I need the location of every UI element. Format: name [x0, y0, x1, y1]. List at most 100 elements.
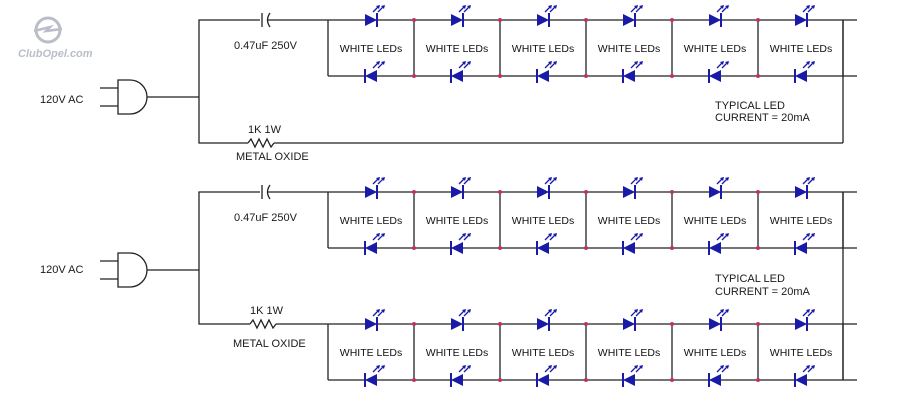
c1-r1-led-reverse-5 — [708, 61, 729, 83]
junction-dot — [412, 246, 416, 250]
junction-dot — [756, 322, 760, 326]
led-current-note-line1-1: TYPICAL LED — [715, 100, 785, 112]
c2-r1-led-reverse-3 — [536, 233, 557, 255]
junction-dot — [412, 322, 416, 326]
c2-r1-led-reverse-6 — [794, 233, 815, 255]
watermark: ClubOpel.com — [18, 16, 93, 60]
led-current-note-line1-2: TYPICAL LED — [715, 273, 785, 285]
ac-plug-1 — [100, 79, 199, 115]
resistor-type-label-2: METAL OXIDE — [233, 338, 306, 350]
c2-r1-led-label-3: WHITE LEDs — [512, 215, 574, 227]
c1-r1-led-label-1: WHITE LEDs — [340, 43, 402, 55]
led-bank-2-row-2: WHITE LEDs WHITE LEDs WHITE LEDs WHITE LEDs… — [327, 309, 857, 387]
junction-dot — [498, 322, 502, 326]
junction-dot — [670, 246, 674, 250]
c1-r1-led-label-5: WHITE LEDs — [684, 43, 746, 55]
c1-r1-led-forward-3 — [537, 5, 557, 27]
junction-dot — [756, 190, 760, 194]
junction-dot — [756, 74, 760, 78]
watermark-text: ClubOpel.com — [18, 48, 93, 60]
resistor-label-2: 1K 1W — [250, 305, 284, 317]
c2-r2-led-forward-3 — [537, 309, 557, 331]
junction-dot — [412, 190, 416, 194]
junction-dot — [412, 378, 416, 382]
c1-r1-led-label-3: WHITE LEDs — [512, 43, 574, 55]
c1-r1-led-label-6: WHITE LEDs — [770, 43, 832, 55]
c1-r1-led-reverse-3 — [536, 61, 557, 83]
c2-r1-led-forward-4 — [623, 177, 643, 199]
c2-r2-led-reverse-6 — [794, 365, 815, 387]
junction-dot — [584, 246, 588, 250]
resistor-2 — [249, 318, 277, 330]
led-bank-1-row-1: WHITE LEDs WHITE LEDs WHITE LEDs WHITE LEDs… — [327, 5, 857, 83]
c1-r1-led-reverse-1 — [364, 61, 385, 83]
ac-plug-2 — [100, 252, 199, 288]
c1-r1-led-label-2: WHITE LEDs — [426, 43, 488, 55]
junction-dot — [498, 378, 502, 382]
c2-r2-led-reverse-3 — [536, 365, 557, 387]
c2-r2-led-forward-6 — [795, 309, 815, 331]
c2-r2-led-label-5: WHITE LEDs — [684, 347, 746, 359]
junction-dot — [498, 74, 502, 78]
junction-dot — [756, 246, 760, 250]
source-label-2: 120V AC — [40, 264, 83, 276]
junction-dot — [756, 18, 760, 22]
c2-r1-led-label-4: WHITE LEDs — [598, 215, 660, 227]
resistor-label-1: 1K 1W — [248, 124, 282, 136]
resistor-type-label-1: METAL OXIDE — [236, 151, 309, 163]
capacitor-1 — [261, 12, 271, 28]
c2-r2-led-forward-2 — [451, 309, 471, 331]
c1-r1-led-forward-1 — [365, 5, 385, 27]
junction-dot — [498, 190, 502, 194]
capacitor-label-1: 0.47uF 250V — [234, 40, 298, 52]
c2-r1-led-reverse-5 — [708, 233, 729, 255]
junction-dot — [670, 322, 674, 326]
source-label-1: 120V AC — [40, 94, 83, 106]
circuit-2: 120V AC 0.47uF 250V 1K 1W METAL OXIDE TY… — [40, 177, 857, 387]
c2-r1-led-reverse-2 — [450, 233, 471, 255]
led-bank-2-row-1: WHITE LEDs WHITE LEDs WHITE LEDs WHITE LEDs… — [327, 177, 857, 255]
c2-r1-led-forward-3 — [537, 177, 557, 199]
c1-r1-led-forward-6 — [795, 5, 815, 27]
c2-r1-led-label-5: WHITE LEDs — [684, 215, 746, 227]
c2-r2-led-reverse-2 — [450, 365, 471, 387]
c2-r2-led-forward-5 — [709, 309, 729, 331]
c2-r1-led-reverse-1 — [364, 233, 385, 255]
led-current-note-line2-1: CURRENT = 20mA — [715, 112, 811, 124]
c1-r1-led-forward-2 — [451, 5, 471, 27]
junction-dot — [584, 18, 588, 22]
c2-r2-led-forward-4 — [623, 309, 643, 331]
c2-r2-led-reverse-1 — [364, 365, 385, 387]
junction-dot — [584, 322, 588, 326]
c2-r1-led-label-2: WHITE LEDs — [426, 215, 488, 227]
c2-r2-led-label-4: WHITE LEDs — [598, 347, 660, 359]
junction-dot — [584, 190, 588, 194]
c1-r1-led-label-4: WHITE LEDs — [598, 43, 660, 55]
junction-dot — [498, 18, 502, 22]
c2-r2-led-label-1: WHITE LEDs — [340, 347, 402, 359]
c2-r2-led-forward-1 — [365, 309, 385, 331]
junction-dot — [670, 190, 674, 194]
c1-r1-led-forward-4 — [623, 5, 643, 27]
c2-r1-led-reverse-4 — [622, 233, 643, 255]
resistor-1 — [247, 137, 275, 149]
opel-logo-icon — [33, 16, 63, 44]
c2-r2-led-label-2: WHITE LEDs — [426, 347, 488, 359]
c2-r2-led-label-3: WHITE LEDs — [512, 347, 574, 359]
c1-r1-led-forward-5 — [709, 5, 729, 27]
junction-dot — [584, 378, 588, 382]
c1-r1-led-reverse-4 — [622, 61, 643, 83]
circuit-1: 120V AC 0.47uF 250V 1K 1W METAL OXIDE TY… — [40, 5, 857, 163]
c2-r1-led-forward-6 — [795, 177, 815, 199]
c2-r2-led-reverse-4 — [622, 365, 643, 387]
capacitor-label-2: 0.47uF 250V — [234, 212, 298, 224]
capacitor-2 — [261, 184, 271, 200]
junction-dot — [670, 378, 674, 382]
c2-r1-led-forward-2 — [451, 177, 471, 199]
c2-r2-led-reverse-5 — [708, 365, 729, 387]
c2-r1-led-forward-1 — [365, 177, 385, 199]
c2-r1-led-label-6: WHITE LEDs — [770, 215, 832, 227]
c1-r1-led-reverse-2 — [450, 61, 471, 83]
junction-dot — [412, 18, 416, 22]
